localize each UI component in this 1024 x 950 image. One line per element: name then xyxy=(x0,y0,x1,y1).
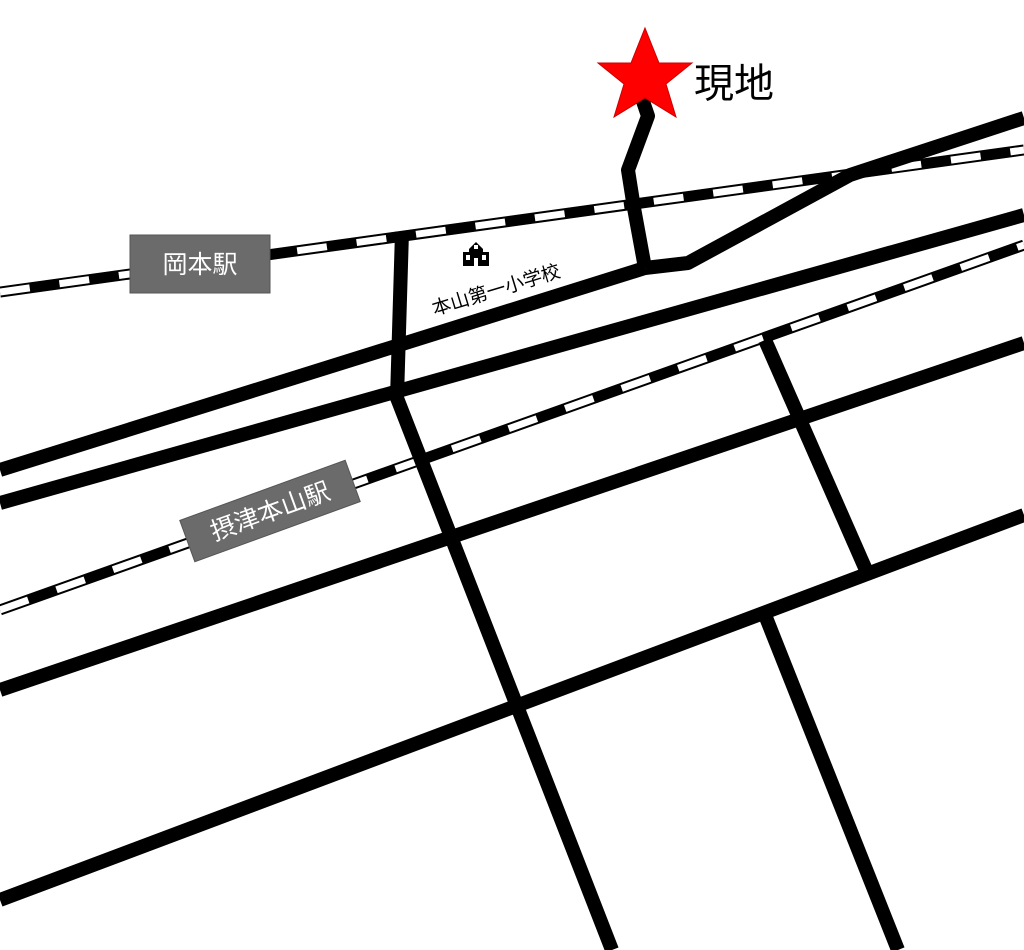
destination-label: 現地 xyxy=(694,61,774,107)
station-okamoto: 岡本駅 xyxy=(129,234,271,294)
road-northeast xyxy=(644,111,1024,275)
road-vertical-east-upper xyxy=(758,337,873,573)
road-to-destination xyxy=(621,69,655,270)
road-3 xyxy=(0,336,1024,697)
railways xyxy=(0,144,1024,616)
railway-jr xyxy=(0,239,1024,616)
station-settsu-motoyama: 摂津本山駅 xyxy=(179,459,361,563)
station-label-bg xyxy=(129,234,271,294)
road-main-1 xyxy=(0,261,648,477)
road-vertical-east-lower xyxy=(758,612,905,950)
school-icon xyxy=(463,242,489,266)
road-main-2 xyxy=(0,208,1024,510)
roads xyxy=(0,69,1024,950)
station-label-bg xyxy=(179,459,361,563)
road-vertical-west xyxy=(390,231,619,950)
destination-marker: 現地 xyxy=(596,26,774,119)
station-label-okamoto: 岡本駅 xyxy=(162,250,237,279)
star-icon xyxy=(596,26,694,119)
